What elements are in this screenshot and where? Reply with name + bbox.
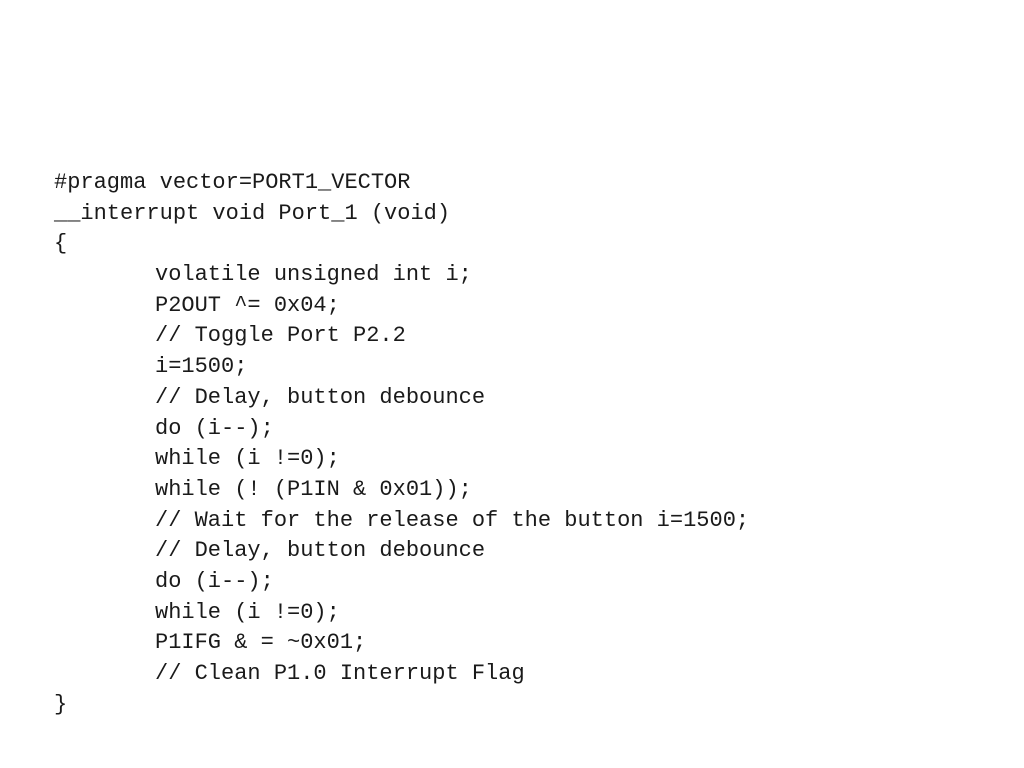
code-listing: #pragma vector=PORT1_VECTOR __interrupt …	[54, 168, 749, 720]
code-comment: // Delay, button debounce	[155, 538, 486, 564]
pragma-directive: #pragma vector=PORT1_VECTOR	[54, 170, 411, 195]
code-line: while (! (P1IN & 0x01));	[155, 476, 472, 502]
code-line: P2OUT ^= 0x04;	[155, 292, 340, 318]
code-line: do (i--);	[155, 415, 274, 441]
code-line: do (i--);	[155, 568, 274, 594]
code-line: P1IFG & = ~0x01;	[155, 630, 367, 656]
open-brace: {	[54, 231, 68, 257]
code-comment: // Toggle Port P2.2	[155, 323, 406, 349]
code-line: i=1500;	[155, 354, 248, 380]
code-comment: // Clean P1.0 Interrupt Flag	[155, 661, 525, 686]
close-brace: }	[54, 691, 68, 717]
code-line: volatile unsigned int i;	[155, 262, 472, 288]
code-line: while (i !=0);	[155, 599, 340, 625]
code-comment: // Wait for the release of the button i=…	[155, 507, 750, 533]
code-line: while (i !=0);	[155, 446, 340, 472]
function-signature: __interrupt void Port_1 (void)	[54, 200, 451, 226]
code-comment: // Delay, button debounce	[155, 384, 486, 410]
